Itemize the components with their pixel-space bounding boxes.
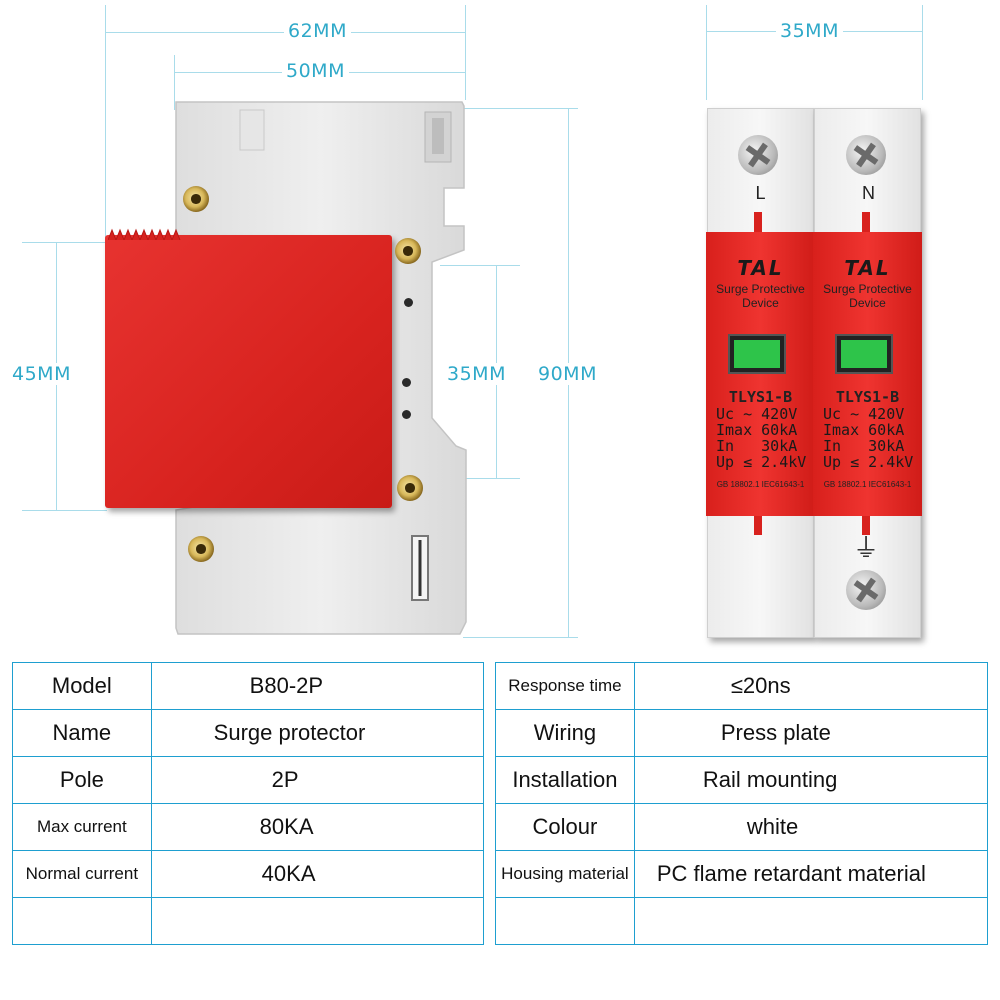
spec-value: PC flame retardant material [633, 850, 989, 898]
spec-value: Surge protector [150, 709, 485, 757]
brand-label: TAL [737, 256, 784, 280]
table-row [495, 897, 989, 945]
dim-cover-height: 45MM [8, 363, 75, 385]
spec-label [12, 897, 152, 945]
table-row: Colour white [495, 803, 989, 851]
spec-label: Wiring [495, 709, 635, 757]
table-row: Housing material PC flame retardant mate… [495, 850, 989, 898]
spec-value: Rail mounting [633, 756, 989, 804]
model-label: TLYS1-B [835, 388, 900, 406]
rating-lines: Uc ~ 420V Imax 60kA In 30kA Up ≤ 2.4kV [823, 405, 914, 471]
standard-label: GB 18802.1 IEC61643-1 [823, 480, 912, 489]
spec-value: ≤20ns [633, 662, 989, 710]
spec-value: 80KA [150, 803, 485, 851]
vent-hole [402, 410, 411, 419]
pole-cover-right: TAL Surge Protective Device TLYS1-B Uc ~… [813, 232, 922, 516]
table-row: Normal current 40KA [12, 850, 485, 898]
side-red-cover [105, 235, 392, 508]
status-window [835, 334, 893, 374]
pole-cover-left: TAL Surge Protective Device TLYS1-B Uc ~… [706, 232, 815, 516]
spec-value: B80-2P [150, 662, 485, 710]
terminal-screw-icon [183, 186, 209, 212]
terminal-label: L [755, 183, 766, 203]
device-description: Surge Protective [716, 282, 805, 296]
spec-label: Colour [495, 803, 635, 851]
spec-label: Normal current [12, 850, 152, 898]
spec-label: Name [12, 709, 152, 757]
spec-label: Model [12, 662, 152, 710]
dim-body-width: 50MM [282, 60, 349, 82]
spec-label [495, 897, 635, 945]
spec-value: white [633, 803, 989, 851]
spec-label: Max current [12, 803, 152, 851]
dim-window-height: 35MM [443, 363, 510, 385]
spec-value: 2P [150, 756, 485, 804]
table-row: Pole 2P [12, 756, 485, 804]
ground-icon: ⏚ [852, 534, 879, 564]
spec-table-left: Model B80-2P Name Surge protector Pole 2… [12, 662, 485, 945]
rating-lines: Uc ~ 420V Imax 60kA In 30kA Up ≤ 2.4kV [716, 405, 807, 471]
table-row [12, 897, 485, 945]
terminal-screw-icon [397, 475, 423, 501]
screw-icon [738, 135, 778, 175]
table-row: Model B80-2P [12, 662, 485, 710]
model-label: TLYS1-B [728, 388, 793, 406]
screw-icon [846, 570, 886, 610]
terminal-screw-icon [188, 536, 214, 562]
device-description-2: Device [849, 296, 886, 310]
spec-value: Press plate [633, 709, 989, 757]
status-window [728, 334, 786, 374]
table-row: Response time ≤20ns [495, 662, 989, 710]
side-red-cover-ridges [108, 228, 181, 240]
table-row: Max current 80KA [12, 803, 485, 851]
brand-label: TAL [844, 256, 891, 280]
spec-value: 40KA [150, 850, 485, 898]
vent-hole [404, 298, 413, 307]
spec-table-right: Response time ≤20ns Wiring Press plate I… [495, 662, 989, 945]
dim-total-height: 90MM [534, 363, 601, 385]
spec-label: Housing material [495, 850, 635, 898]
table-row: Name Surge protector [12, 709, 485, 757]
table-row: Wiring Press plate [495, 709, 989, 757]
screw-icon [846, 135, 886, 175]
table-row: Installation Rail mounting [495, 756, 989, 804]
device-description: Surge Protective [823, 282, 912, 296]
device-description-2: Device [742, 296, 779, 310]
standard-label: GB 18802.1 IEC61643-1 [716, 480, 805, 489]
spec-label: Pole [12, 756, 152, 804]
spec-value [633, 897, 989, 945]
vent-hole [402, 378, 411, 387]
dim-total-width: 62MM [284, 20, 351, 42]
terminal-label: N [862, 183, 875, 203]
spec-value [150, 897, 485, 945]
terminal-screw-icon [395, 238, 421, 264]
dim-front-width: 35MM [776, 20, 843, 42]
spec-label: Installation [495, 756, 635, 804]
spec-label: Response time [495, 662, 635, 710]
